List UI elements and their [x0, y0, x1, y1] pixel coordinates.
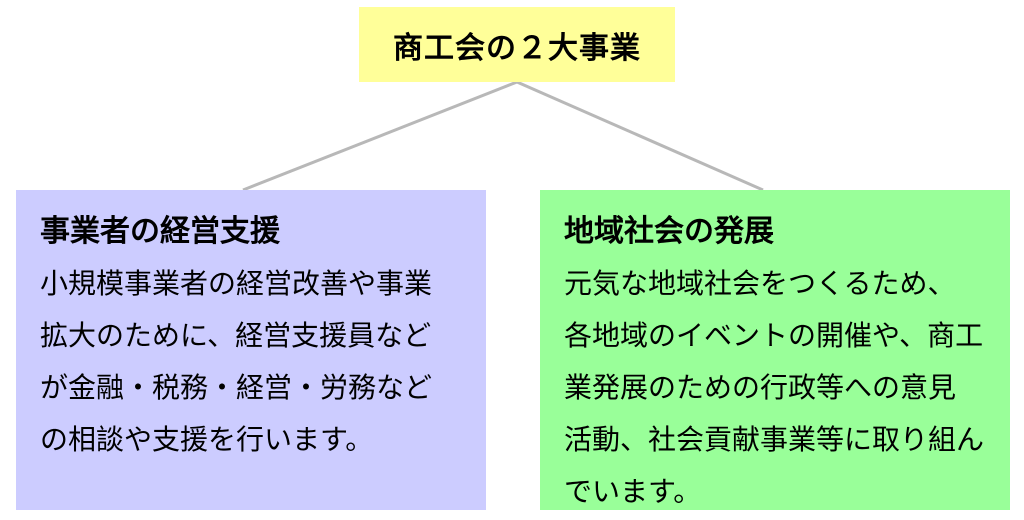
- root-title: 商工会の２大事業: [393, 30, 641, 66]
- branch-body-community-development: 元気な地域社会をつくるため、 各地域のイベントの開催や、商工 業発展のための行政…: [564, 267, 985, 508]
- connector-right: [516, 80, 764, 192]
- branch-title-management-support: 事業者の経営支援: [40, 214, 280, 249]
- branch-title-community-development: 地域社会の発展: [564, 214, 774, 249]
- root-node: 商工会の２大事業: [359, 7, 675, 82]
- branch-management-support: 事業者の経営支援 小規模事業者の経営改善や事業 拡大のために、経営支援員など が…: [16, 190, 486, 510]
- connector-left: [242, 80, 518, 192]
- branch-body-management-support: 小規模事業者の経営改善や事業 拡大のために、経営支援員など が金融・税務・経営・…: [40, 267, 433, 456]
- branch-community-development: 地域社会の発展 元気な地域社会をつくるため、 各地域のイベントの開催や、商工 業…: [540, 190, 1010, 510]
